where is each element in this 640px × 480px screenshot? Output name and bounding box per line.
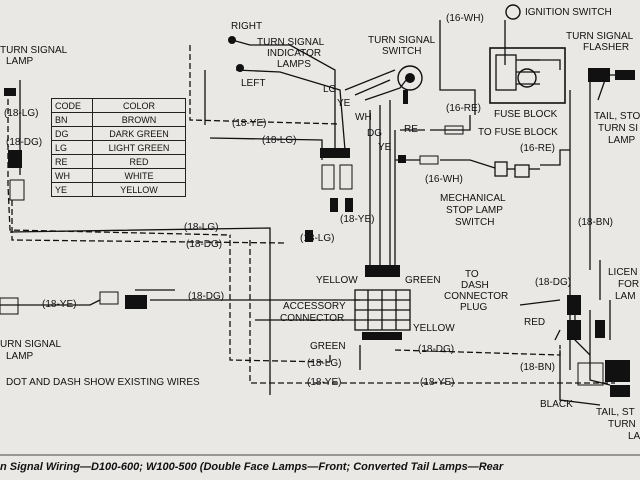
black-wire-label: BLACK [540,399,573,410]
wire-tag: DG [367,128,382,139]
mech-stop-lamp-switch-label-2: STOP LAMP [446,205,503,216]
code-table-row: BN BROWN [51,112,186,127]
tail-stop-lamp-bottom-label-1: TAIL, ST [596,407,635,418]
wire-tag: (18-YE) [42,299,77,310]
code-table-row: DG DARK GREEN [51,126,186,141]
turn-signal-switch-label-2: SWITCH [382,46,422,57]
wire-tag: RE [404,124,418,135]
wire-tag: WH [355,112,372,123]
mech-stop-lamp-switch-label-3: SWITCH [455,217,495,228]
color-cell: YELLOW [92,182,186,197]
indicator-lamps-label-1: TURN SIGNAL [257,37,325,48]
tail-stop-lamp-label-2: TURN SI [598,123,638,134]
wire-color-code-table: CODE COLOR BN BROWN DG DARK GREEN LG LIG… [51,98,186,197]
indicator-lamps-label-3: LAMPS [277,59,311,70]
turn-signal-switch-label-1: TURN SIGNAL [368,35,436,46]
to-dash-label-4: PLUG [460,302,488,313]
color-cell: LIGHT GREEN [92,140,186,155]
code-table-row: RE RED [51,154,186,169]
accessory-connector-label-1: ACCESSORY [283,301,346,312]
wire-tag: (18-DG) [6,137,43,148]
flasher-label-1: TURN SIGNAL [566,31,634,42]
code-table-row: LG LIGHT GREEN [51,140,186,155]
wire-tag: LG [323,84,337,95]
wire-tag: (18-DG) [188,291,225,302]
indicator-lamps-label-2: INDICATOR [267,48,322,59]
accessory-connector-label-2: CONNECTOR [280,313,345,324]
license-lamp-label-3: LAM [615,291,636,302]
tail-stop-lamp-bottom-label-3: LA [628,431,640,442]
wire-tag: (16-RE) [446,103,482,114]
code-table-header: CODE COLOR [51,98,186,113]
wire-tag: (18-LG) [184,222,219,233]
color-header: COLOR [92,98,186,113]
existing-wires-note: DOT AND DASH SHOW EXISTING WIRES [6,377,200,388]
color-cell: WHITE [92,168,186,183]
wire-tag: (18-YE) [340,214,375,225]
code-cell: DG [51,126,93,141]
wire-tag: (18-BN) [520,362,556,373]
red-wire-label: RED [524,317,546,328]
green-wire-label: GREEN [405,275,441,286]
code-table-row: WH WHITE [51,168,186,183]
wire-tag: (18-DG) [186,239,223,250]
license-lamp-label-1: LICEN [608,267,638,278]
code-cell: YE [51,182,93,197]
code-cell: BN [51,112,93,127]
to-dash-label-1: TO [465,269,479,280]
fuse-block-label: FUSE BLOCK [494,109,558,120]
wire-tag: (18-LG) [262,135,297,146]
wire-tag: (18-DG) [535,277,572,288]
right-label: RIGHT [231,21,263,32]
to-dash-label-2: DASH [461,280,489,291]
yellow-wire-label: YELLOW [413,323,455,334]
lamp-label: LAMP [6,56,34,67]
color-cell: BROWN [92,112,186,127]
code-cell: WH [51,168,93,183]
turn-signal-lamp-label: TURN SIGNAL [0,45,68,56]
wire-tag: (18-DG) [418,344,455,355]
ignition-switch-label: IGNITION SWITCH [525,7,612,18]
wire-tag: (18-YE) [420,377,455,388]
code-cell: RE [51,154,93,169]
diagram-caption: n Signal Wiring—D100-600; W100-500 (Doub… [0,461,504,473]
wire-tag: (18-YE) [307,377,342,388]
wire-tag: (18-YE) [232,118,267,129]
flasher-label-2: FLASHER [583,42,630,53]
wire-tag: YE [337,98,351,109]
wire-tag: (18-LG) [4,108,39,119]
code-header: CODE [51,98,93,113]
code-table-row: YE YELLOW [51,182,186,197]
mech-stop-lamp-switch-label-1: MECHANICAL [440,193,506,204]
code-cell: LG [51,140,93,155]
lamp-bottom-label: LAMP [6,351,34,362]
left-label: LEFT [241,78,266,89]
color-cell: RED [92,154,186,169]
wire-tag: (18-BN) [578,217,614,228]
wire-tag: (18-LG) [307,358,342,369]
yellow-wire-label: YELLOW [316,275,358,286]
turn-signal-lamp-bottom-label: URN SIGNAL [0,339,62,350]
wire-tag: YE [378,142,392,153]
to-dash-label-3: CONNECTOR [444,291,509,302]
tail-stop-lamp-label-1: TAIL, STO [594,111,640,122]
to-fuse-block-label: TO FUSE BLOCK [478,127,558,138]
tail-stop-lamp-label-3: LAMP [608,135,636,146]
license-lamp-label-2: FOR [618,279,640,290]
tail-stop-lamp-bottom-label-2: TURN [608,419,636,430]
green-wire-label: GREEN [310,341,346,352]
wire-tag: (16-RE) [520,143,556,154]
wire-tag: (16-WH) [446,13,484,24]
wire-tag: (18-LG) [300,233,335,244]
color-cell: DARK GREEN [92,126,186,141]
wire-tag: (16-WH) [425,174,463,185]
